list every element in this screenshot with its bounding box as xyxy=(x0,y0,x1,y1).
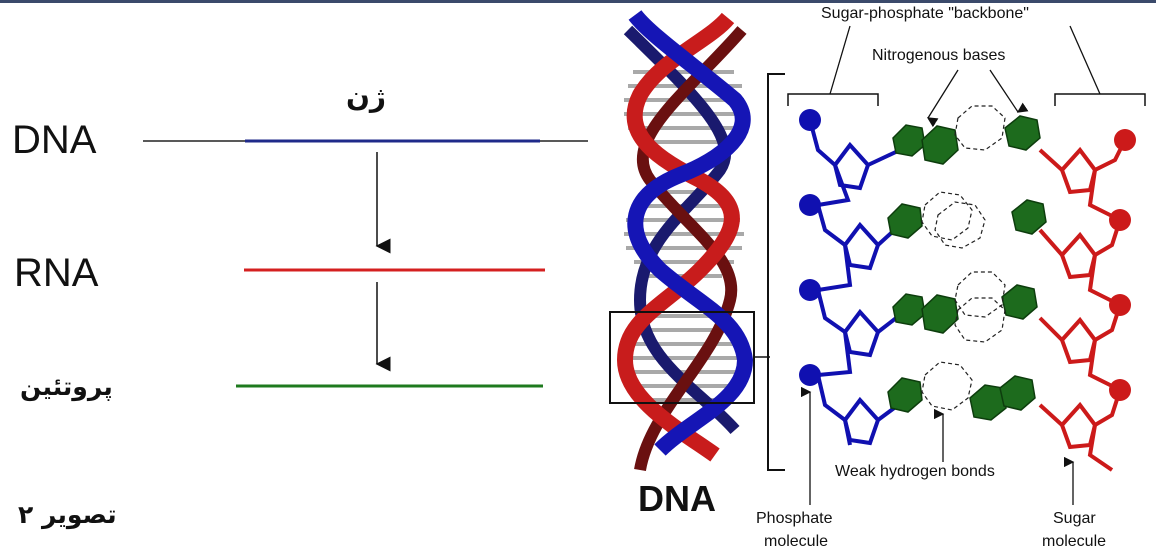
blue-backbone xyxy=(808,119,907,446)
figure-caption: تصویر ۲ xyxy=(18,500,117,529)
sugar-phosphate-red xyxy=(1109,129,1136,401)
nitrogenous-bases xyxy=(887,115,1047,421)
phosphate-label-line2: molecule xyxy=(764,533,829,550)
dna-structure-detail xyxy=(767,25,1146,505)
backbone-bracket-right xyxy=(1054,93,1146,106)
hydrogen-bonds-label: Weak hydrogen bonds xyxy=(835,463,995,480)
phosphate-groups xyxy=(799,109,821,386)
sugar-label-line1: Sugar xyxy=(1053,510,1096,527)
red-strand-back xyxy=(634,26,747,472)
sugar-label-line2: molecule xyxy=(1042,533,1107,550)
hydrogen-bonds xyxy=(921,105,1006,411)
phosphate-label-line1: Phosphate xyxy=(756,510,833,527)
rna-label: RNA xyxy=(14,251,99,295)
top-border xyxy=(0,0,1156,3)
gene-label: ژن xyxy=(346,80,387,113)
central-dogma xyxy=(143,139,588,388)
double-helix xyxy=(609,9,770,472)
backbone-bracket-left xyxy=(787,93,879,106)
nitrogenous-bases-label: Nitrogenous bases xyxy=(872,47,1006,64)
section-bracket xyxy=(767,73,785,471)
blue-strand-front xyxy=(627,9,754,456)
red-strand-front xyxy=(616,12,740,462)
blue-strand-back xyxy=(623,25,740,434)
backbone-label: Sugar-phosphate "backbone" xyxy=(821,5,1029,22)
dna-label: DNA xyxy=(12,118,97,162)
protein-label: پروتئین xyxy=(20,372,113,401)
helix-caption: DNA xyxy=(638,478,716,519)
